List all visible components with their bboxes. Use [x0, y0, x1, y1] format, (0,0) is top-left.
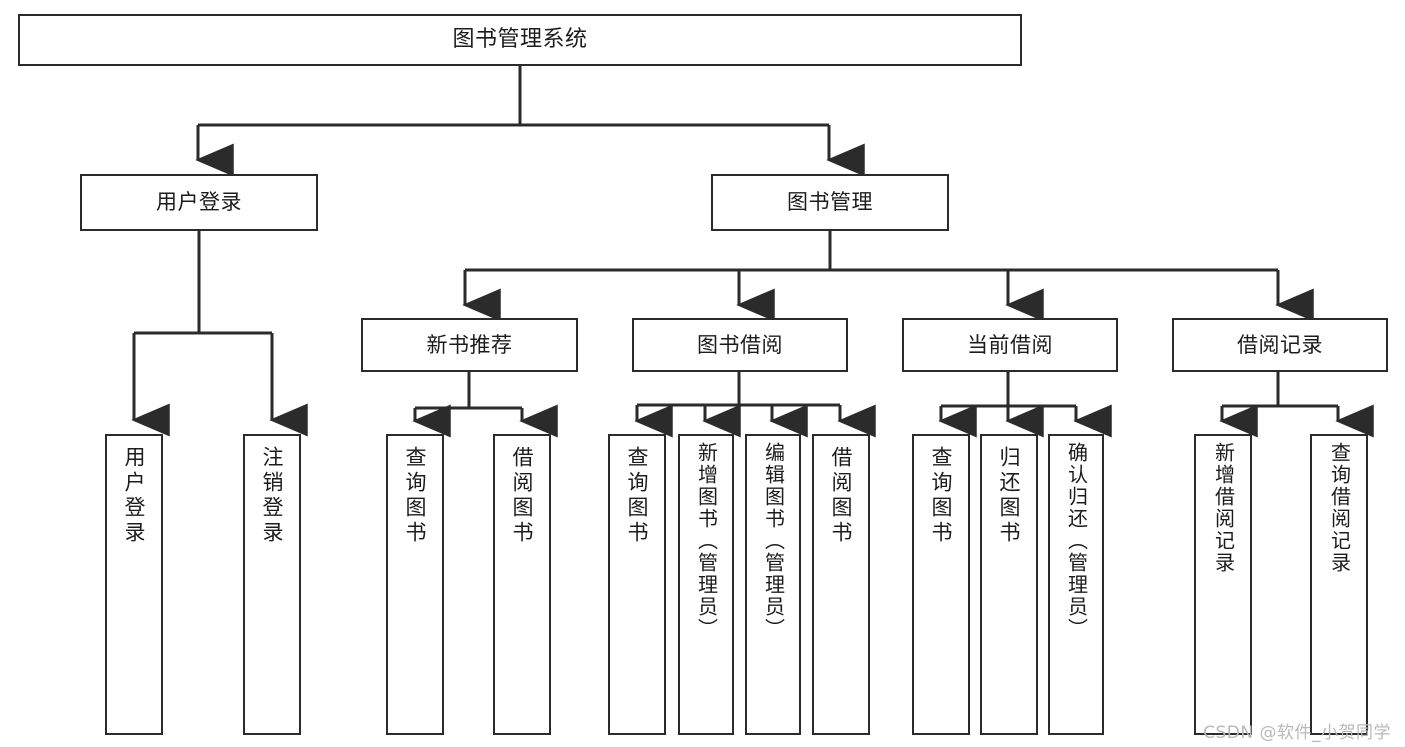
- leaf-confirm-return-admin[interactable]: 确认归还（管理员）: [1048, 434, 1104, 735]
- node-label: 用户登录: [156, 190, 242, 215]
- leaf-edit-book-admin[interactable]: 编辑图书（管理员）: [745, 434, 801, 735]
- node-label: 借阅图书: [829, 446, 854, 546]
- leaf-logout-login[interactable]: 注销登录: [243, 434, 301, 735]
- node-root-system[interactable]: 图书管理系统: [18, 14, 1022, 66]
- node-label: 借阅记录: [1237, 332, 1323, 357]
- node-label: 图书管理: [787, 190, 873, 215]
- node-label: 借阅图书: [510, 446, 535, 546]
- node-label: 查询图书: [625, 446, 650, 546]
- csdn-watermark: CSDN @软件_小贺同学: [1203, 723, 1391, 743]
- leaf-return-book[interactable]: 归还图书: [980, 434, 1038, 735]
- node-label: 注销登录: [260, 446, 285, 546]
- node-label: 确认归还（管理员）: [1064, 442, 1089, 640]
- node-label: 用户登录: [122, 446, 147, 546]
- leaf-query-book-borrow[interactable]: 查询图书: [608, 434, 666, 735]
- node-label: 编辑图书（管理员）: [761, 442, 786, 640]
- node-book-manage[interactable]: 图书管理: [711, 174, 949, 231]
- node-label: 当前借阅: [967, 332, 1053, 357]
- leaf-borrow-book-recommend[interactable]: 借阅图书: [493, 434, 551, 735]
- node-label: 新增借阅记录: [1211, 442, 1236, 574]
- node-label: 查询图书: [929, 446, 954, 546]
- leaf-query-book-recommend[interactable]: 查询图书: [386, 434, 444, 735]
- node-label: 归还图书: [997, 446, 1022, 546]
- leaf-query-book-current[interactable]: 查询图书: [912, 434, 970, 735]
- node-label: 新书推荐: [426, 332, 513, 357]
- leaf-borrow-book-borrow[interactable]: 借阅图书: [812, 434, 870, 735]
- leaf-add-book-admin[interactable]: 新增图书（管理员）: [678, 434, 734, 735]
- node-borrow-record[interactable]: 借阅记录: [1172, 318, 1388, 372]
- node-new-book-recommend[interactable]: 新书推荐: [361, 318, 578, 372]
- leaf-user-login[interactable]: 用户登录: [105, 434, 163, 735]
- node-current-borrow[interactable]: 当前借阅: [902, 318, 1118, 372]
- node-label: 查询图书: [403, 446, 428, 546]
- leaf-query-borrow-record[interactable]: 查询借阅记录: [1310, 434, 1368, 735]
- node-label: 图书借阅: [697, 332, 783, 357]
- node-book-borrow[interactable]: 图书借阅: [632, 318, 848, 372]
- node-label: 新增图书（管理员）: [694, 442, 719, 640]
- leaf-add-borrow-record[interactable]: 新增借阅记录: [1194, 434, 1252, 735]
- node-user-login[interactable]: 用户登录: [80, 174, 318, 231]
- node-label: 查询借阅记录: [1327, 442, 1352, 574]
- node-label: 图书管理系统: [452, 27, 588, 53]
